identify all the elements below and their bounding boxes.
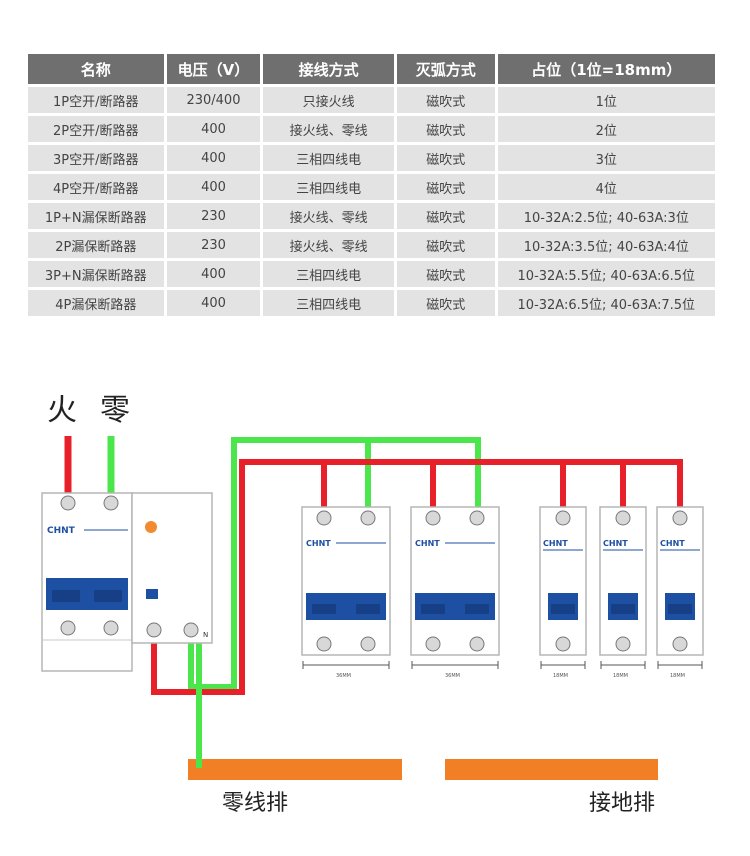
cell-wiring: 只接火线 bbox=[263, 87, 394, 113]
cell-wiring: 三相四线电 bbox=[263, 145, 394, 171]
cell-voltage: 400 bbox=[166, 290, 261, 316]
table-row: 2P空开/断路器 400 接火线、零线 磁吹式 2位 bbox=[28, 116, 715, 142]
table-header-row: 名称 电压（V） 接线方式 灭弧方式 占位（1位=18mm） bbox=[28, 54, 715, 84]
neutral-terminal-marker: N bbox=[203, 631, 208, 639]
table-row: 3P空开/断路器 400 三相四线电 磁吹式 3位 bbox=[28, 145, 715, 171]
cell-voltage: 230 bbox=[166, 203, 261, 229]
width-dimension: 36MM bbox=[411, 661, 499, 679]
cell-width: 2位 bbox=[497, 116, 715, 142]
width-dimension: 18MM bbox=[657, 661, 703, 679]
cell-voltage: 230 bbox=[166, 232, 261, 258]
header-wiring: 接线方式 bbox=[263, 54, 394, 84]
cell-width: 10-32A:6.5位; 40-63A:7.5位 bbox=[497, 290, 715, 316]
width-label: 36MM bbox=[445, 673, 460, 679]
main-breaker: CHNT bbox=[41, 492, 133, 672]
cell-arc: 磁吹式 bbox=[396, 87, 495, 113]
cell-name: 1P+N漏保断路器 bbox=[28, 203, 164, 229]
breaker-2p: CHNT bbox=[410, 506, 500, 656]
width-dimension: 18MM bbox=[600, 661, 646, 679]
spec-table: 名称 电压（V） 接线方式 灭弧方式 占位（1位=18mm） 1P空开/断路器 … bbox=[25, 51, 718, 319]
cell-name: 3P空开/断路器 bbox=[28, 145, 164, 171]
ground-bar-label: 接地排 bbox=[589, 791, 655, 816]
cell-wiring: 三相四线电 bbox=[263, 261, 394, 287]
cell-arc: 磁吹式 bbox=[396, 290, 495, 316]
table-row: 4P空开/断路器 400 三相四线电 磁吹式 4位 bbox=[28, 174, 715, 200]
brand-logo: CHNT bbox=[415, 539, 440, 548]
cell-name: 4P漏保断路器 bbox=[28, 290, 164, 316]
live-label: 火 bbox=[47, 393, 77, 428]
neutral-label: 零 bbox=[100, 393, 130, 428]
brand-logo: CHNT bbox=[47, 526, 76, 536]
cell-voltage: 400 bbox=[166, 174, 261, 200]
cell-arc: 磁吹式 bbox=[396, 203, 495, 229]
neutral-bar-label: 零线排 bbox=[222, 791, 288, 816]
neutral-busbar bbox=[188, 759, 402, 780]
header-arc: 灭弧方式 bbox=[396, 54, 495, 84]
header-width: 占位（1位=18mm） bbox=[497, 54, 715, 84]
width-label: 36MM bbox=[336, 673, 351, 679]
cell-arc: 磁吹式 bbox=[396, 232, 495, 258]
cell-arc: 磁吹式 bbox=[396, 261, 495, 287]
live-bus-wire bbox=[151, 459, 683, 695]
cell-wiring: 接火线、零线 bbox=[263, 203, 394, 229]
brand-logo: CHNT bbox=[543, 539, 568, 548]
table-row: 1P空开/断路器 230/400 只接火线 磁吹式 1位 bbox=[28, 87, 715, 113]
cell-name: 3P+N漏保断路器 bbox=[28, 261, 164, 287]
cell-name: 4P空开/断路器 bbox=[28, 174, 164, 200]
width-label: 18MM bbox=[613, 673, 628, 679]
wiring-diagram: 火 零 CHNT N CHNT bbox=[41, 393, 704, 816]
breaker-1p: CHNT bbox=[599, 506, 647, 656]
cell-voltage: 400 bbox=[166, 145, 261, 171]
cell-width: 10-32A:2.5位; 40-63A:3位 bbox=[497, 203, 715, 229]
cell-width: 3位 bbox=[497, 145, 715, 171]
cell-arc: 磁吹式 bbox=[396, 116, 495, 142]
rcd-module: N bbox=[131, 492, 213, 644]
table-row: 3P+N漏保断路器 400 三相四线电 磁吹式 10-32A:5.5位; 40-… bbox=[28, 261, 715, 287]
header-name: 名称 bbox=[28, 54, 164, 84]
cell-wiring: 三相四线电 bbox=[263, 290, 394, 316]
cell-width: 4位 bbox=[497, 174, 715, 200]
table-row: 4P漏保断路器 400 三相四线电 磁吹式 10-32A:6.5位; 40-63… bbox=[28, 290, 715, 316]
brand-logo: CHNT bbox=[603, 539, 628, 548]
cell-width: 1位 bbox=[497, 87, 715, 113]
width-dimension: 18MM bbox=[540, 661, 586, 679]
cell-arc: 磁吹式 bbox=[396, 145, 495, 171]
cell-width: 10-32A:5.5位; 40-63A:6.5位 bbox=[497, 261, 715, 287]
breaker-1p: CHNT bbox=[539, 506, 587, 656]
cell-name: 2P漏保断路器 bbox=[28, 232, 164, 258]
table-row: 1P+N漏保断路器 230 接火线、零线 磁吹式 10-32A:2.5位; 40… bbox=[28, 203, 715, 229]
width-dimension: 36MM bbox=[302, 661, 390, 679]
cell-arc: 磁吹式 bbox=[396, 174, 495, 200]
cell-name: 1P空开/断路器 bbox=[28, 87, 164, 113]
cell-name: 2P空开/断路器 bbox=[28, 116, 164, 142]
breaker-1p: CHNT bbox=[656, 506, 704, 656]
cell-voltage: 400 bbox=[166, 116, 261, 142]
width-label: 18MM bbox=[670, 673, 685, 679]
brand-logo: CHNT bbox=[660, 539, 685, 548]
breaker-2p: CHNT bbox=[301, 506, 391, 656]
cell-wiring: 接火线、零线 bbox=[263, 232, 394, 258]
cell-voltage: 230/400 bbox=[166, 87, 261, 113]
ground-busbar bbox=[445, 759, 658, 780]
cell-wiring: 三相四线电 bbox=[263, 174, 394, 200]
width-label: 18MM bbox=[553, 673, 568, 679]
brand-logo: CHNT bbox=[306, 539, 331, 548]
cell-wiring: 接火线、零线 bbox=[263, 116, 394, 142]
cell-width: 10-32A:3.5位; 40-63A:4位 bbox=[497, 232, 715, 258]
neutral-bus-wire bbox=[188, 437, 481, 690]
header-voltage: 电压（V） bbox=[166, 54, 261, 84]
cell-voltage: 400 bbox=[166, 261, 261, 287]
test-indicator bbox=[145, 521, 157, 533]
table-row: 2P漏保断路器 230 接火线、零线 磁吹式 10-32A:3.5位; 40-6… bbox=[28, 232, 715, 258]
